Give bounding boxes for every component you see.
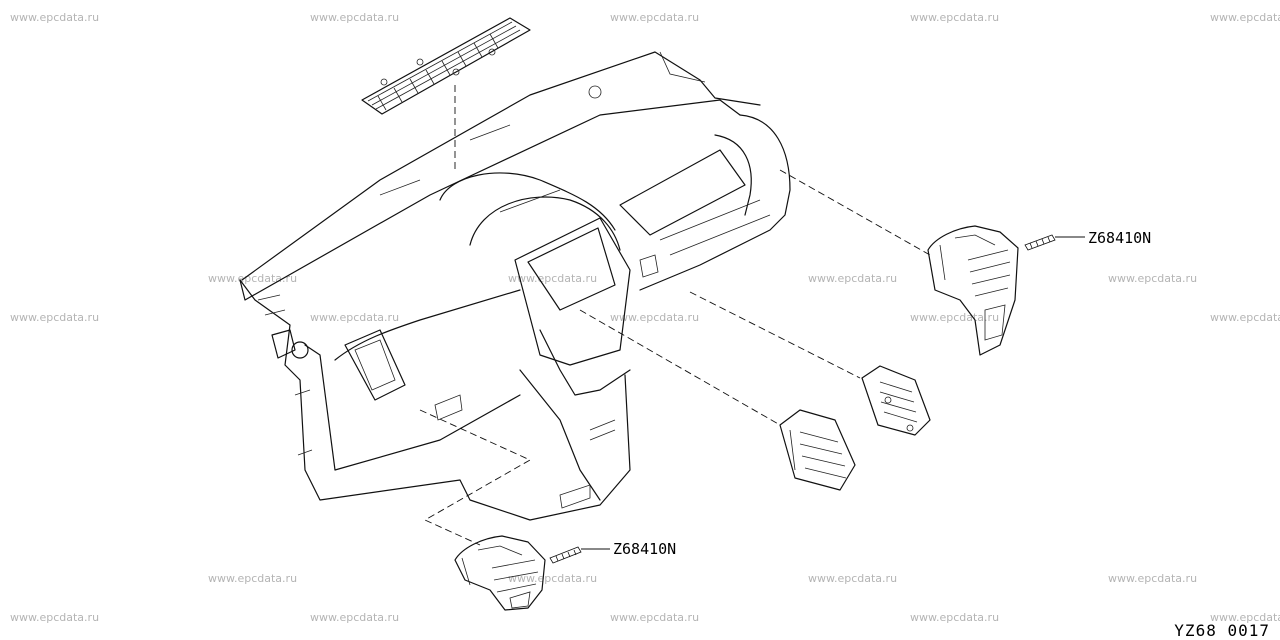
watermark: www.epcdata.ru (610, 311, 699, 324)
watermark: www.epcdata.ru (508, 272, 597, 285)
leader-lines (419, 85, 931, 546)
watermark: www.epcdata.ru (1210, 311, 1280, 324)
side-vent-right[interactable] (927, 225, 1019, 356)
watermark: www.epcdata.ru (508, 572, 597, 585)
part-callout-label: Z68410N (1088, 229, 1151, 247)
watermark: www.epcdata.ru (610, 611, 699, 624)
watermark: www.epcdata.ru (1210, 11, 1280, 24)
watermark: www.epcdata.ru (310, 311, 399, 324)
fastener-screw-right[interactable] (1024, 234, 1056, 251)
watermark: www.epcdata.ru (10, 11, 99, 24)
center-vent-upper[interactable] (861, 365, 931, 436)
watermark: www.epcdata.ru (910, 611, 999, 624)
fastener-screw-left[interactable] (549, 546, 582, 564)
defroster-grille[interactable] (361, 17, 531, 115)
watermark: www.epcdata.ru (208, 572, 297, 585)
watermark: www.epcdata.ru (808, 572, 897, 585)
diagram-code: YZ68 0017 (1174, 621, 1270, 640)
watermark: www.epcdata.ru (310, 611, 399, 624)
center-vent-lower[interactable] (779, 409, 856, 491)
watermark: www.epcdata.ru (208, 272, 297, 285)
watermark: www.epcdata.ru (610, 11, 699, 24)
watermark: www.epcdata.ru (10, 611, 99, 624)
watermark: www.epcdata.ru (910, 311, 999, 324)
watermark: www.epcdata.ru (1210, 611, 1280, 624)
watermark: www.epcdata.ru (1108, 272, 1197, 285)
watermark: www.epcdata.ru (808, 272, 897, 285)
watermark: www.epcdata.ru (10, 311, 99, 324)
watermark: www.epcdata.ru (310, 11, 399, 24)
watermark: www.epcdata.ru (910, 11, 999, 24)
watermark-layer: www.epcdata.ru www.epcdata.ru www.epcdat… (10, 11, 1280, 624)
watermark: www.epcdata.ru (1108, 572, 1197, 585)
part-callout-label: Z68410N (613, 540, 676, 558)
side-vent-left[interactable] (454, 535, 546, 611)
instrument-panel[interactable] (239, 51, 791, 521)
